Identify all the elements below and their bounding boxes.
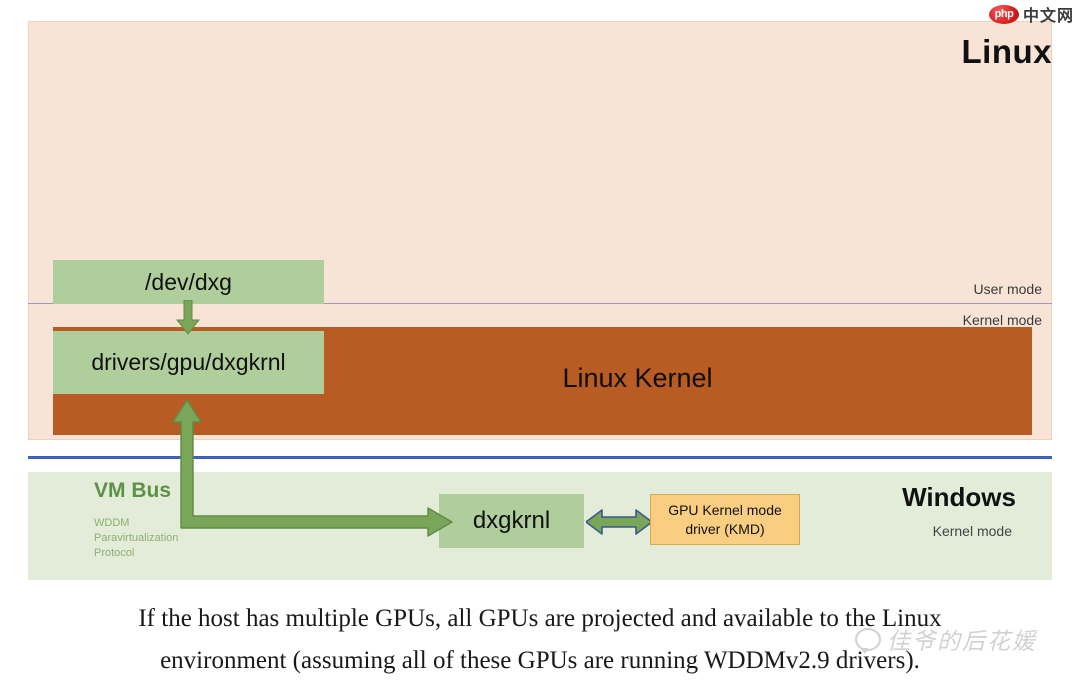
caption-line-2: environment (assuming all of these GPUs …: [160, 647, 920, 674]
box-dev-dxg-label: /dev/dxg: [145, 268, 232, 295]
box-dxgkrnl-label: dxgkrnl: [472, 507, 551, 534]
linux-panel-title: Linux: [961, 33, 1052, 70]
arrow-vmbus-elbow-connector-icon: [172, 399, 453, 537]
caption: If the host has multiple GPUs, all GPUs …: [50, 598, 1030, 682]
linux-kernel-band-label: Linux Kernel: [562, 363, 713, 393]
vmbus-subtitle-line-1: WDDM: [94, 517, 130, 529]
linux-kernel-mode-label: Kernel mode: [962, 312, 1042, 328]
box-kmd-label-line-1: GPU Kernel mode: [668, 501, 782, 518]
vmbus-subtitle-line-2: Paravirtualization: [94, 532, 179, 544]
php-logo-icon: php: [988, 4, 1019, 24]
vmbus-title: VM Bus: [94, 479, 172, 502]
windows-panel-title: Windows: [902, 482, 1016, 512]
box-dxgkrnl: dxgkrnl: [439, 494, 584, 548]
php-watermark: php 中文网: [988, 2, 1074, 26]
user-kernel-mode-divider: [28, 303, 1052, 304]
vmbus-subtitle: WDDM Paravirtualization Protocol: [94, 516, 178, 561]
box-dev-dxg: /dev/dxg: [53, 260, 324, 304]
linux-user-mode-label: User mode: [973, 281, 1042, 297]
vmbus-subtitle-line-3: Protocol: [94, 547, 135, 559]
linux-windows-separator: [28, 456, 1052, 459]
windows-kernel-mode-label: Kernel mode: [932, 523, 1012, 539]
arrow-dev-dxg-to-dxgkrnl-icon: [176, 300, 200, 335]
arrow-dxgkrnl-kmd-bidirectional-icon: [586, 509, 652, 535]
box-drivers-gpu-dxgkrnl-label: drivers/gpu/dxgkrnl: [91, 349, 286, 375]
box-kmd-label-line-2: driver (KMD): [685, 520, 765, 537]
box-gpu-kernel-mode-driver: GPU Kernel mode driver (KMD): [650, 494, 800, 545]
php-watermark-text: 中文网: [1022, 8, 1074, 25]
caption-line-1: If the host has multiple GPUs, all GPUs …: [138, 605, 942, 632]
box-drivers-gpu-dxgkrnl: drivers/gpu/dxgkrnl: [53, 331, 324, 394]
